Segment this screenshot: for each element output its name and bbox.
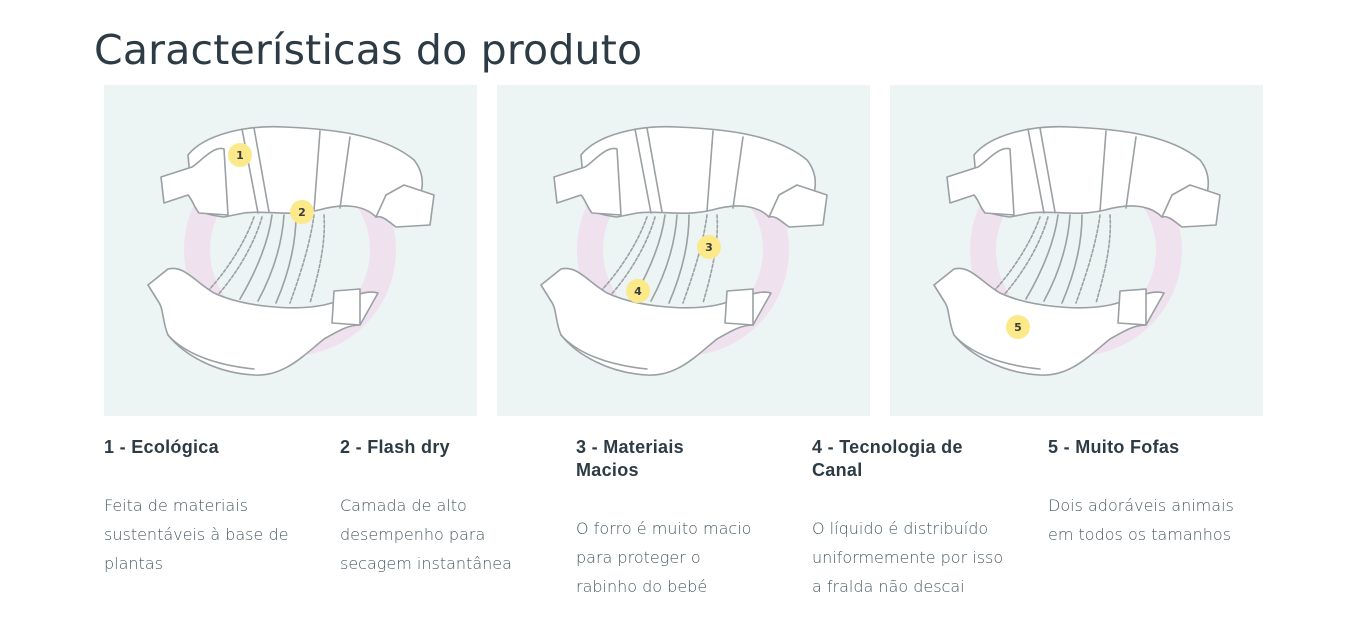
svg-text:3: 3 xyxy=(705,241,713,254)
feature-title: 5 - Muito Fofas xyxy=(1048,437,1180,457)
svg-text:1: 1 xyxy=(236,149,244,162)
page-title: Características do produto xyxy=(94,26,643,74)
feature-badge-5: 5 xyxy=(1006,315,1030,339)
feature-title: 2 - Flash dry xyxy=(340,437,450,457)
product-image-panel-1: 1 2 xyxy=(104,85,477,416)
diaper-illustration: 5 xyxy=(933,125,1221,376)
feature-flash-dry: 2 - Flash dry Camada de alto desempenho … xyxy=(340,436,570,578)
feature-description: O líquido é distribuído uniformemente po… xyxy=(812,519,1004,596)
feature-title: 4 - Tecnologia de Canal xyxy=(812,437,963,480)
feature-badge-1: 1 xyxy=(228,143,252,167)
diaper-illustration: 1 2 xyxy=(147,125,435,376)
feature-badge-4: 4 xyxy=(626,279,650,303)
feature-description: Dois adoráveis animais em todos os taman… xyxy=(1048,496,1234,544)
feature-ecologica: 1 - Ecológica Feita de materiais sustent… xyxy=(104,436,334,578)
feature-description: Camada de alto desempenho para secagem i… xyxy=(340,496,512,573)
feature-badge-2: 2 xyxy=(290,200,314,224)
feature-tecnologia-canal: 4 - Tecnologia de Canal O líquido é dist… xyxy=(812,436,1042,601)
feature-description: O forro é muito macio para proteger o ra… xyxy=(576,519,752,596)
feature-description: Feita de materiais sustentáveis à base d… xyxy=(104,496,289,573)
feature-muito-fofas: 5 - Muito Fofas Dois adoráveis animais e… xyxy=(1048,436,1278,549)
svg-text:5: 5 xyxy=(1014,321,1022,334)
feature-badge-3: 3 xyxy=(697,235,721,259)
product-image-panel-3: 5 xyxy=(890,85,1263,416)
feature-title: 3 - Materiais Macios xyxy=(576,437,684,480)
diaper-illustration: 3 4 xyxy=(540,125,828,376)
svg-text:2: 2 xyxy=(298,206,306,219)
feature-title: 1 - Ecológica xyxy=(104,437,219,457)
product-image-panel-2: 3 4 xyxy=(497,85,870,416)
svg-text:4: 4 xyxy=(634,285,642,298)
feature-materiais-macios: 3 - Materiais Macios O forro é muito mac… xyxy=(576,436,806,601)
